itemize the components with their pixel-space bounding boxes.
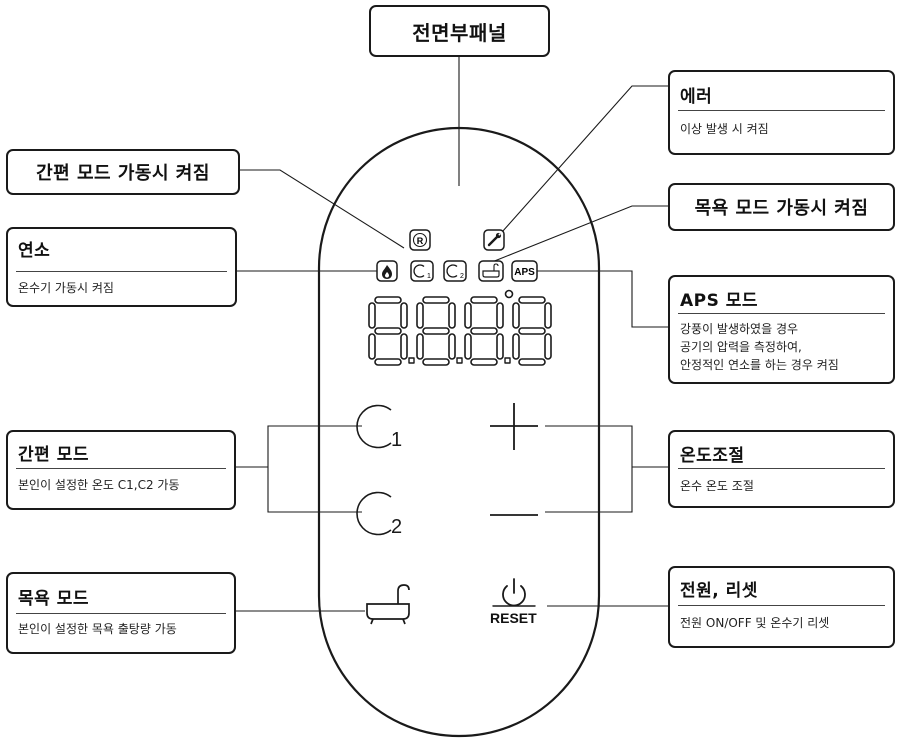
display-digit (368, 296, 415, 366)
callout-aps-mode-desc-2: 공기의 압력을 측정하여, (680, 340, 802, 354)
c1-indicator: 1 (410, 260, 434, 282)
bathtub-button[interactable] (366, 584, 410, 625)
svg-text:1: 1 (427, 273, 431, 280)
seven-segment-display (368, 289, 552, 366)
plus-button[interactable] (490, 403, 538, 450)
callout-bath-mode-title: 목욕 모드 (18, 589, 89, 609)
display-dot (456, 357, 463, 364)
callout-combustion-title: 연소 (18, 241, 51, 261)
callout-bath-mode-desc: 본인이 설정한 목욕 출탕량 가동 (18, 622, 177, 636)
display-digit (416, 296, 463, 366)
callout-quick-mode: 간편 모드 본인이 설정한 온도 C1,C2 가동 (6, 430, 236, 510)
r-indicator-icon: R (409, 229, 431, 251)
callout-error-desc: 이상 발생 시 켜짐 (680, 122, 769, 136)
callout-bath-mode-on: 목욕 모드 가동시 켜짐 (668, 183, 895, 231)
display-digit (512, 296, 552, 366)
callout-temp-control-title: 온도조절 (680, 446, 745, 466)
callout-temp-control: 온도조절 온수 온도 조절 (668, 430, 895, 508)
callout-aps-mode-desc-3: 안정적인 연소를 하는 경우 켜짐 (680, 358, 839, 372)
display-dot (408, 357, 415, 364)
callout-error-title: 에러 (680, 87, 713, 107)
svg-text:2: 2 (460, 273, 464, 280)
svg-text:2: 2 (391, 516, 402, 538)
aps-indicator: APS (511, 260, 538, 282)
callout-power-reset-desc: 전원 ON/OFF 및 온수기 리셋 (680, 616, 830, 630)
leader-lines (236, 57, 685, 612)
display-dot (504, 357, 511, 364)
svg-text:APS: APS (514, 267, 535, 278)
callout-quick-mode-desc: 본인이 설정한 온도 C1,C2 가동 (18, 478, 180, 492)
svg-text:R: R (417, 236, 424, 246)
callout-quick-mode-on: 간편 모드 가동시 켜짐 (6, 149, 240, 195)
callout-combustion-desc: 온수기 가동시 켜짐 (18, 281, 114, 295)
callout-quick-mode-title: 간편 모드 (18, 445, 89, 465)
callout-aps-mode-desc-1: 강풍이 발생하였을 경우 (680, 322, 799, 336)
svg-text:1: 1 (391, 429, 402, 451)
callout-error: 에러 이상 발생 시 켜짐 (668, 70, 895, 155)
c1-button[interactable]: 1 (356, 404, 402, 451)
callout-aps-mode: APS 모드 강풍이 발생하였을 경우 공기의 압력을 측정하여, 안정적인 연… (668, 275, 895, 384)
callout-combustion: 연소 온수기 가동시 켜짐 (6, 227, 237, 307)
bathtub-indicator-icon (478, 260, 504, 282)
power-icon[interactable] (492, 578, 536, 607)
panel-outline (317, 126, 601, 738)
display-digit (464, 296, 511, 366)
c2-indicator: 2 (443, 260, 467, 282)
degree-mark (504, 289, 514, 299)
callout-power-reset: 전원, 리셋 전원 ON/OFF 및 온수기 리셋 (668, 566, 895, 648)
callout-temp-control-desc: 온수 온도 조절 (680, 479, 754, 493)
c2-button[interactable]: 2 (356, 491, 402, 539)
reset-label: RESET (490, 610, 537, 626)
callout-aps-mode-title: APS 모드 (680, 291, 759, 311)
flame-icon (376, 260, 398, 282)
indicator-icons: R 1 (376, 229, 538, 282)
wrench-icon (483, 229, 505, 251)
callout-power-reset-title: 전원, 리셋 (680, 581, 758, 601)
callout-bath-mode: 목욕 모드 본인이 설정한 목욕 출탕량 가동 (6, 572, 236, 654)
page-title: 전면부패널 (369, 5, 550, 57)
